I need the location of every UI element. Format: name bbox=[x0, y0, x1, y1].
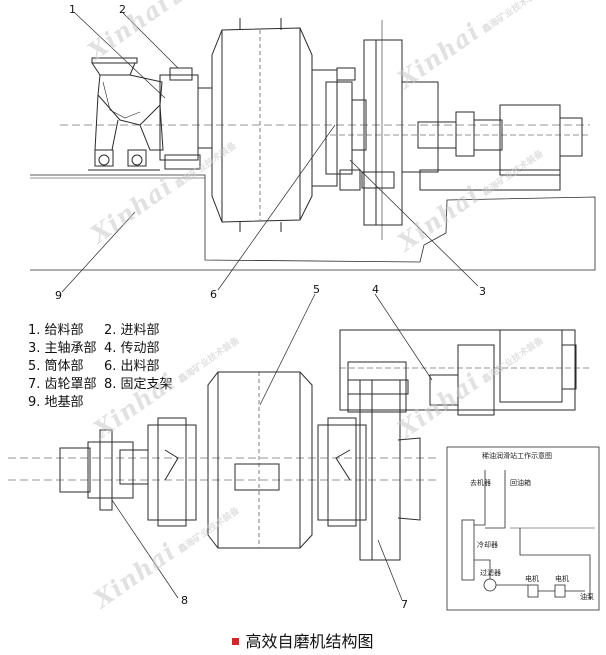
plan-view bbox=[8, 293, 590, 601]
legend-item: 3. 主轴承部 bbox=[28, 341, 97, 356]
inset-label-cooler: 冷却器 bbox=[477, 541, 498, 549]
caption-bullet bbox=[232, 638, 240, 645]
legend-item: 4. 传动部 bbox=[104, 341, 160, 356]
callout-9: 9 bbox=[55, 289, 62, 302]
figure-caption: 高效自磨机结构图 bbox=[0, 628, 606, 652]
inset-label-filter: 过滤器 bbox=[480, 569, 501, 577]
legend-item: 6. 出料部 bbox=[104, 359, 160, 374]
ring-gear bbox=[361, 20, 403, 240]
legend-row: 7. 齿轮罩部 8. 固定支架 bbox=[28, 376, 180, 394]
caption-text: 高效自磨机结构图 bbox=[245, 632, 374, 651]
legend-row: 1. 给料部 2. 进料部 bbox=[28, 322, 180, 340]
bearing-right bbox=[317, 417, 367, 527]
callout-2: 2 bbox=[119, 3, 126, 16]
plan-leader-lines bbox=[111, 293, 433, 601]
legend-item: 5. 筒体部 bbox=[28, 359, 84, 374]
elevation-view bbox=[30, 12, 596, 293]
inset-label-motor-2: 电机 bbox=[555, 575, 569, 583]
legend-item: 9. 地基部 bbox=[28, 395, 84, 410]
drive-train bbox=[330, 81, 590, 191]
lubrication-inset bbox=[446, 446, 600, 611]
bearing-left bbox=[147, 417, 197, 527]
callout-1: 1 bbox=[69, 3, 76, 16]
leader-lines bbox=[61, 12, 479, 293]
callout-8: 8 bbox=[181, 594, 188, 607]
mill-drum bbox=[211, 18, 313, 232]
callout-7: 7 bbox=[401, 598, 408, 611]
foundation-outline bbox=[30, 174, 596, 271]
legend-row: 3. 主轴承部 4. 传动部 bbox=[28, 340, 180, 358]
drive-plan bbox=[339, 329, 590, 416]
feed-chute bbox=[159, 67, 213, 170]
legend-row: 5. 筒体部 6. 出料部 bbox=[28, 358, 180, 376]
inset-label-pump: 油泵 bbox=[580, 593, 594, 601]
discharge-assembly bbox=[311, 67, 367, 191]
inset-label-to-machine: 去机器 bbox=[470, 479, 491, 487]
legend-item: 2. 进料部 bbox=[104, 323, 160, 338]
gear-cover bbox=[347, 379, 421, 561]
legend-row: 9. 地基部 bbox=[28, 394, 180, 412]
inset-title: 稀油润滑站工作示意图 bbox=[482, 452, 552, 460]
callout-6: 6 bbox=[210, 288, 217, 301]
legend-item: 1. 给料部 bbox=[28, 323, 84, 338]
inset-label-return: 回油箱 bbox=[510, 479, 531, 487]
legend-item: 8. 固定支架 bbox=[104, 377, 173, 392]
feeder-frame bbox=[88, 57, 164, 171]
callout-3: 3 bbox=[479, 285, 486, 298]
inset-label-motor-1: 电机 bbox=[525, 575, 539, 583]
fixed-bracket bbox=[59, 429, 149, 511]
drum-plan bbox=[207, 371, 313, 549]
callout-5: 5 bbox=[313, 283, 320, 296]
callout-4: 4 bbox=[372, 283, 379, 296]
legend-item: 7. 齿轮罩部 bbox=[28, 377, 97, 392]
legend-item bbox=[104, 394, 180, 412]
